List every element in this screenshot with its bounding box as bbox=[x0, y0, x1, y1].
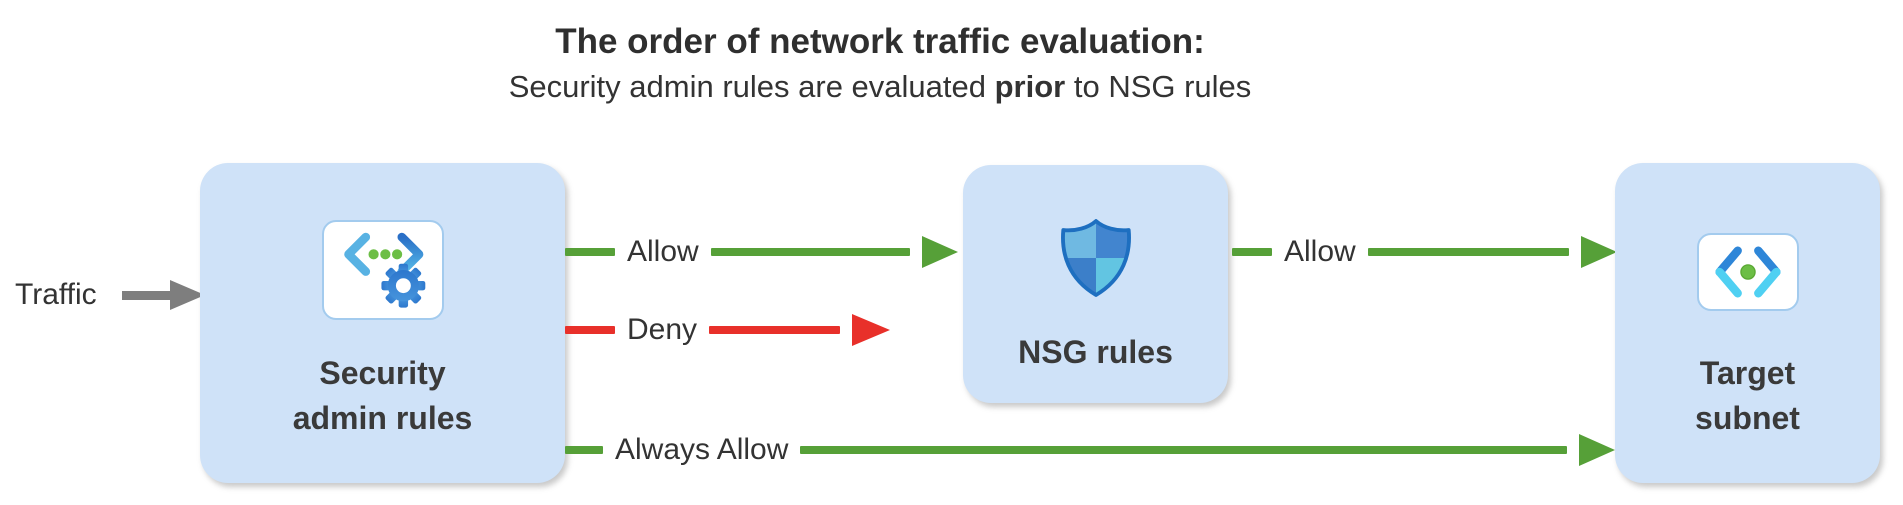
label-line-2: admin rules bbox=[292, 400, 473, 436]
subtitle-prefix: Security admin rules are evaluated bbox=[508, 69, 995, 104]
security-admin-icon-tile bbox=[321, 220, 444, 320]
node-label-security-admin: Security admin rules bbox=[293, 351, 473, 441]
traffic-arrowhead-icon bbox=[169, 280, 205, 310]
security-shield-icon bbox=[1060, 219, 1131, 297]
traffic-input-arrow: Traffic bbox=[15, 277, 205, 313]
diagram-subtitle: Security admin rules are evaluated prior… bbox=[0, 66, 1760, 108]
red-arrowhead-icon bbox=[852, 314, 890, 346]
green-arrowhead-icon bbox=[1579, 434, 1615, 466]
diagram-title: The order of network traffic evaluation: bbox=[555, 22, 1205, 61]
green-arrowhead-icon bbox=[1581, 236, 1617, 268]
header: The order of network traffic evaluation:… bbox=[0, 20, 1760, 108]
traffic-label: Traffic bbox=[15, 278, 97, 311]
code-gear-icon bbox=[343, 232, 425, 308]
subnet-brackets-icon bbox=[1714, 246, 1781, 298]
nsg-icon-wrap bbox=[1053, 213, 1139, 308]
label-line-2: subnet bbox=[1695, 400, 1800, 436]
allow-label: Allow bbox=[1284, 235, 1356, 268]
arrow-line bbox=[709, 326, 840, 334]
arrow-allow-to-target: Allow bbox=[1232, 234, 1617, 270]
label-line-1: Security bbox=[319, 355, 446, 391]
subtitle-bold-word: prior bbox=[994, 69, 1066, 104]
arrow-line bbox=[800, 446, 1567, 454]
green-arrowhead-icon bbox=[922, 236, 958, 268]
arrow-deny: Deny bbox=[565, 312, 890, 348]
node-nsg-rules: NSG rules bbox=[963, 165, 1228, 403]
arrow-line bbox=[710, 248, 910, 256]
label-line-1: Target bbox=[1699, 355, 1796, 391]
node-label-target-subnet: Target subnet bbox=[1695, 351, 1800, 441]
arrow-always-allow: Always Allow bbox=[565, 432, 1615, 468]
label-line-1: NSG rules bbox=[1018, 334, 1173, 370]
arrow-line bbox=[565, 446, 603, 454]
subtitle-suffix: to NSG rules bbox=[1065, 69, 1252, 104]
node-target-subnet: Target subnet bbox=[1615, 163, 1880, 483]
arrow-line bbox=[1367, 248, 1569, 256]
arrow-line bbox=[565, 248, 615, 256]
allow-label: Allow bbox=[627, 235, 699, 268]
deny-label: Deny bbox=[627, 313, 698, 346]
always-allow-label: Always Allow bbox=[615, 433, 789, 466]
arrow-line bbox=[565, 326, 615, 334]
node-label-nsg: NSG rules bbox=[1018, 330, 1173, 375]
arrow-allow-to-nsg: Allow bbox=[565, 234, 958, 270]
target-subnet-icon-tile bbox=[1696, 233, 1799, 311]
traffic-arrow-line bbox=[121, 290, 170, 300]
node-security-admin-rules: Security admin rules bbox=[200, 163, 565, 483]
arrow-line bbox=[1232, 248, 1272, 256]
